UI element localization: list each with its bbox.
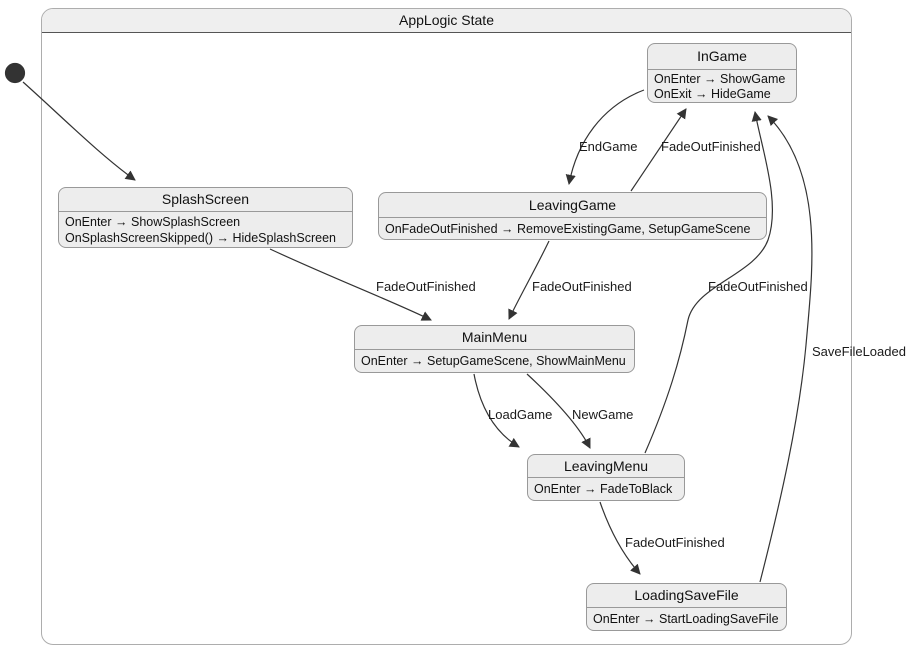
state-title-splashscreen: SplashScreen	[59, 188, 352, 212]
transition-label-loadingsavefile-ingame: SaveFileLoaded	[812, 344, 906, 359]
state-title-ingame: InGame	[648, 44, 796, 70]
transition-label-leavingmenu-loadingsavefile: FadeOutFinished	[625, 535, 725, 550]
state-action: OnEnter → FadeToBlack	[534, 482, 673, 496]
state-loadingsavefile: LoadingSaveFile OnEnter → StartLoadingSa…	[586, 583, 787, 631]
state-mainmenu: MainMenu OnEnter → SetupGameScene, ShowM…	[354, 325, 635, 373]
state-title-loadingsavefile: LoadingSaveFile	[587, 584, 786, 608]
transition-label-mainmenu-leavingmenu-loadgame: LoadGame	[488, 407, 553, 422]
state-action: OnEnter → ShowSplashScreen	[65, 215, 241, 229]
state-splashscreen: SplashScreen OnEnter → ShowSplashScreen …	[58, 187, 353, 248]
transition-label-ingame-leavinggame: EndGame	[579, 139, 638, 154]
state-action: OnEnter → ShowGame	[654, 72, 786, 86]
transition-label-splashscreen-mainmenu: FadeOutFinished	[376, 279, 476, 294]
transition-label-leavinggame-mainmenu: FadeOutFinished	[532, 279, 632, 294]
initial-state-dot	[4, 62, 26, 84]
state-ingame: InGame OnEnter → ShowGame OnExit → HideG…	[647, 43, 797, 103]
state-action: OnEnter → SetupGameScene, ShowMainMenu	[361, 354, 626, 368]
transition-label-leavingmenu-ingame: FadeOutFinished	[708, 279, 808, 294]
state-title-leavingmenu: LeavingMenu	[528, 455, 684, 478]
state-leavinggame: LeavingGame OnFadeOutFinished → RemoveEx…	[378, 192, 767, 240]
diagram-title: AppLogic State	[42, 9, 851, 33]
state-title-leavinggame: LeavingGame	[379, 193, 766, 218]
state-action: OnEnter → StartLoadingSaveFile	[593, 612, 779, 626]
transition-label-mainmenu-leavingmenu-newgame: NewGame	[572, 407, 634, 422]
state-title-mainmenu: MainMenu	[355, 326, 634, 350]
state-action: OnExit → HideGame	[654, 87, 771, 101]
state-action: OnFadeOutFinished → RemoveExistingGame, …	[385, 222, 751, 236]
state-action: OnSplashScreenSkipped() → HideSplashScre…	[65, 231, 336, 245]
state-leavingmenu: LeavingMenu OnEnter → FadeToBlack	[527, 454, 685, 501]
transition-label-leavinggame-ingame: FadeOutFinished	[661, 139, 761, 154]
